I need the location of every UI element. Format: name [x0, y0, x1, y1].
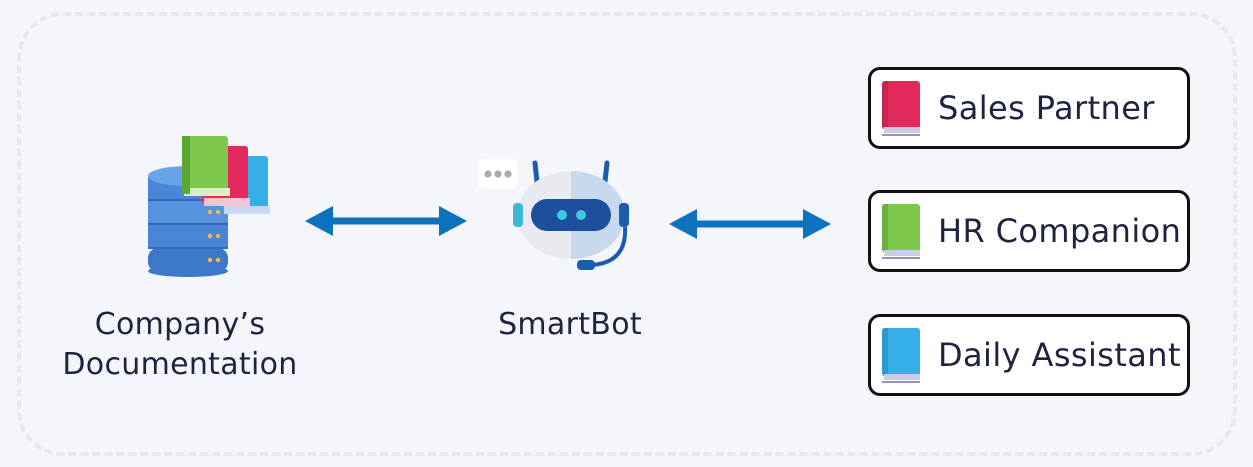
documentation-label-line2: Documentation — [62, 347, 298, 382]
assistant-card-hr-companion[interactable]: HR Companion — [868, 190, 1190, 272]
blue-book-icon — [882, 328, 920, 383]
assistant-label-hr-companion: HR Companion — [938, 212, 1182, 250]
green-book-icon — [882, 204, 920, 259]
books-stack — [182, 136, 270, 214]
red-book-icon — [882, 81, 920, 136]
diagram-frame — [17, 12, 1237, 456]
assistant-card-daily-assistant[interactable]: Daily Assistant — [868, 314, 1190, 396]
assistant-card-sales-partner[interactable]: Sales Partner — [868, 67, 1190, 149]
assistant-label-daily-assistant: Daily Assistant — [938, 336, 1181, 374]
smartbot-robot-icon — [478, 159, 629, 270]
chat-bubble-icon — [478, 159, 518, 189]
documentation-label: Company’s Documentation — [40, 305, 320, 385]
right-double-arrow — [669, 209, 831, 239]
documentation-label-line1: Company’s — [94, 307, 266, 342]
left-double-arrow — [305, 206, 467, 236]
assistant-label-sales-partner: Sales Partner — [938, 89, 1155, 127]
documentation-database-icon — [148, 136, 270, 277]
smartbot-label: SmartBot — [498, 307, 642, 342]
